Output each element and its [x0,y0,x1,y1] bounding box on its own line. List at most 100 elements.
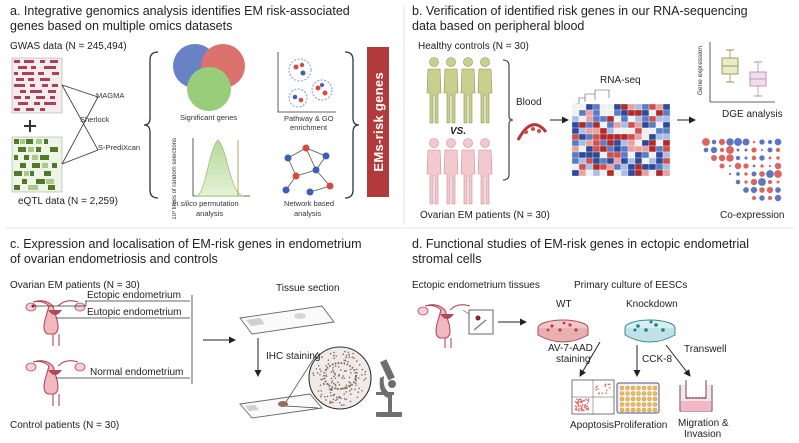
ihc-cell-dot [337,375,340,377]
heatmap-cell [571,139,580,147]
ihc-cell-dot [334,365,337,368]
coexpression-label: Co-expression [720,210,785,221]
gwas-label: GWAS data (N = 245,494) [10,41,127,52]
ihc-cell-dot [341,376,343,379]
ihc-cell-dot [354,377,357,379]
ihc-cell-dot [330,387,332,390]
ihc-cell-dot [355,368,358,371]
coexpression-dot [711,139,717,145]
heatmap-cell [613,139,622,147]
ihc-cell-dot [332,371,335,373]
ihc-cell-dot [358,363,361,366]
ihc-cell-dot [350,388,353,390]
heatmap-cell [641,145,650,153]
ihc-cell-dot [333,357,336,360]
plate-well [647,385,652,391]
flow-event-dot [609,383,611,385]
heatmap-cell [627,139,636,147]
migration-label-line1: Migration & [678,418,729,429]
ihc-cell-dot [343,359,345,361]
heatmap-cell [578,121,587,129]
heatmap-cell [648,121,657,129]
pathway-enrichment-graphic [277,52,336,113]
ihc-cell-dot [338,383,341,386]
ihc-cell-dot [341,387,344,390]
heatmap-cell [606,163,615,171]
plate-well [630,402,636,407]
heatmap-cell [620,157,629,165]
heatmap-cell [585,145,594,153]
heatmap-cell [634,163,643,171]
permutation-label-rest: permutation [197,199,239,208]
coexpression-dot [743,163,749,169]
heatmap-cell [613,151,622,159]
coexpression-dot [710,146,718,154]
ihc-cell-dot [319,395,322,398]
ihc-cell-dot [330,381,333,384]
ihc-cell-dot [325,374,328,377]
coexpression-dot [766,170,774,178]
flow-event-dot [587,402,589,404]
ihc-cell-dot [320,393,323,396]
coexpression-dot [744,172,748,176]
coexpression-dot [767,179,773,185]
coexpression-dot [759,195,765,201]
dge-analysis-label: DGE analysis [722,109,783,120]
flow-event-dot [585,407,588,410]
heatmap-cell [613,109,622,117]
coexpression-dot [751,147,757,153]
heatmap-cell [606,103,615,111]
plate-well [619,402,625,407]
flow-event-dot [580,406,583,408]
heatmap-cell [592,163,601,171]
heatmap-cell [592,139,601,147]
flow-event-dot [579,407,582,410]
permutation-label-line2: analysis [196,209,224,218]
ihc-cell-dot [338,395,341,398]
panel-c-title-line1: c. Expression and localisation of EM-ris… [10,237,362,251]
ihc-cell-dot [363,379,365,381]
ihc-cell-dot [354,382,357,385]
ihc-cell-dot [356,396,359,399]
heatmap-cell [662,103,671,111]
ihc-cell-dot [338,373,340,376]
heatmap-cell [655,163,664,171]
heatmap-cell [627,145,636,153]
ihc-cell-dot [343,393,346,395]
ihc-cell-dot [329,352,332,355]
normal-endometrium-label: Normal endometrium [90,367,184,378]
vs-label: VS. [450,126,467,137]
ihc-cell-dot [334,383,336,386]
flow-event-dot [583,399,586,402]
ihc-cell-dot [351,356,354,358]
heatmap-cell [606,133,615,141]
flow-event-dot [583,406,586,409]
pathway-label-line2: enrichment [290,123,328,132]
ihc-cell-dot [337,381,339,384]
flow-event-dot [581,404,584,406]
ihc-cell-dot [348,376,351,379]
heatmap-cell [571,103,580,111]
flow-event-dot [576,407,578,409]
healthy-figures [426,57,493,124]
ihc-cell-dot [331,369,334,371]
flow-event-dot [587,398,590,400]
control-patients-label: Control patients (N = 30) [10,420,120,431]
plate-well [625,385,630,391]
panel-b-title-line1: b. Verification of identified risk genes… [412,4,748,18]
heatmap-cell [613,163,622,171]
plate-well [641,402,647,407]
coexpression-dot [776,156,780,160]
heatmap-cell [613,157,622,165]
heatmap-cell [571,169,580,177]
heatmap-cell [627,169,636,177]
ihc-cell-dot [329,400,332,403]
permutation-plot [192,138,250,197]
heatmap-cell [641,133,650,141]
heatmap-cell [662,133,671,141]
plus-icon [24,120,36,132]
ihc-cell-dot [352,352,354,355]
knockdown-label: Knockdown [626,299,678,310]
heatmap-cell [571,133,580,141]
heatmap-cell [592,109,601,117]
